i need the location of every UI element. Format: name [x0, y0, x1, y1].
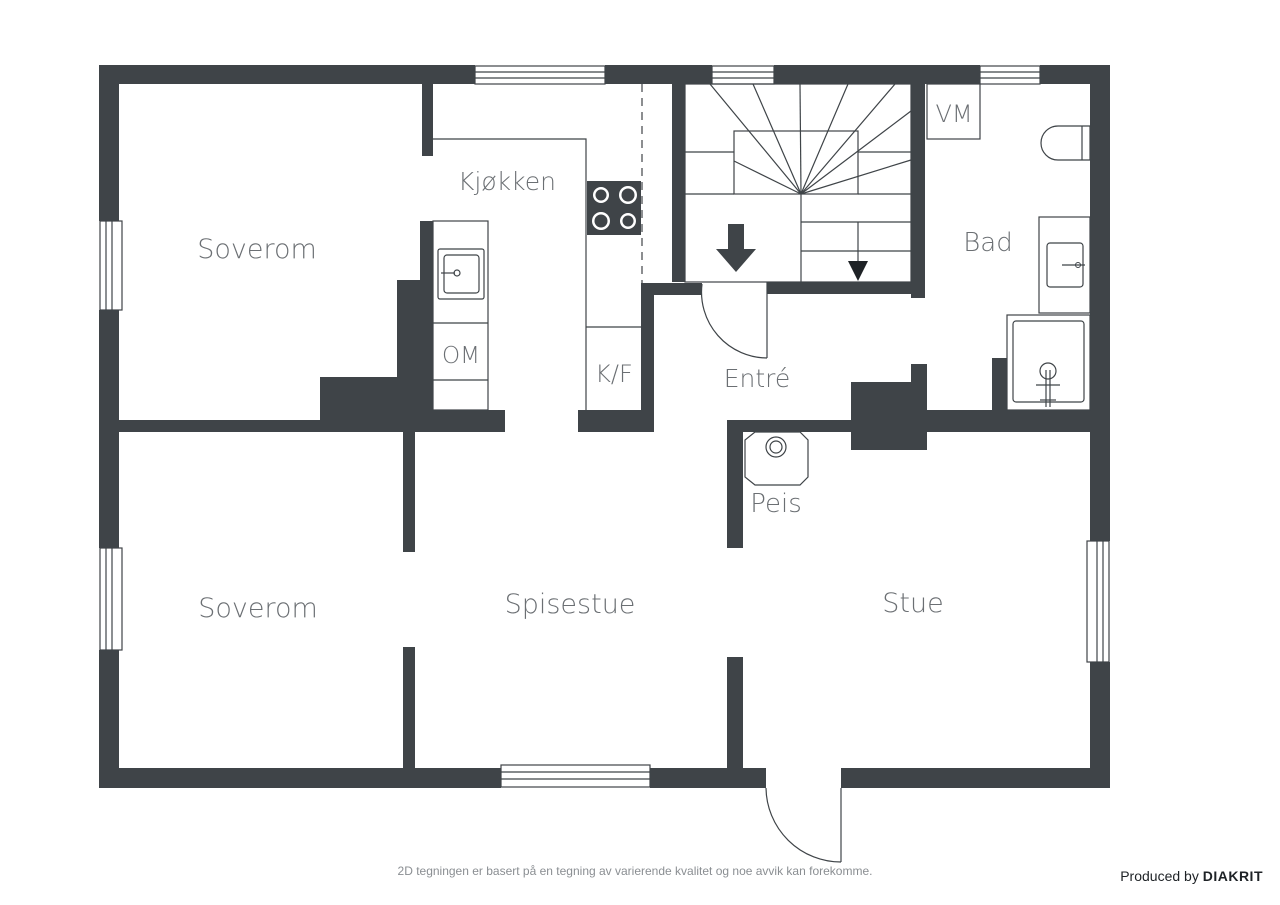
label-kf: K/F: [595, 360, 633, 388]
fireplace-icon: [744, 431, 809, 486]
brand-logo: DIAKRIT: [1202, 868, 1263, 884]
window-right-stue: [1086, 540, 1110, 663]
shower-icon: [1006, 314, 1091, 411]
label-entre: Entré: [724, 364, 791, 393]
window-left-bottom: [99, 547, 123, 651]
bathroom-fixtures: [926, 83, 1091, 411]
windows: [99, 65, 1110, 788]
washbasin-icon: [1038, 216, 1091, 314]
label-soverom-bottom: Soverom: [198, 593, 318, 624]
window-top-kitchen: [474, 65, 606, 85]
staircase: [684, 83, 912, 283]
label-bad: Bad: [963, 228, 1012, 258]
window-bottom-spisestue: [500, 764, 651, 788]
toilet-icon: [1040, 125, 1091, 161]
disclaimer-text: 2D tegningen er basert på en tegning av …: [397, 864, 873, 878]
label-kjokken: Kjøkken: [458, 167, 556, 196]
room-labels: Soverom Kjøkken Bad VM OM K/F Entré Peis…: [197, 100, 1013, 624]
entrance-arrow-icon: [716, 224, 756, 272]
label-stue: Stue: [882, 588, 943, 619]
doors: [700, 282, 842, 863]
produced-by-text: Produced by: [1120, 868, 1199, 884]
stove-icon: [587, 181, 641, 235]
credit: Produced by DIAKRIT: [1120, 868, 1263, 884]
window-top-stairs: [711, 65, 775, 85]
window-left-top: [99, 220, 123, 311]
stair-down-arrow-icon: [848, 261, 868, 281]
exterior-walls: [99, 65, 1110, 788]
label-peis: Peis: [750, 489, 802, 519]
kitchen-fixtures: [432, 84, 643, 411]
interior-walls: [119, 84, 1090, 768]
sink-icon: [437, 248, 485, 300]
label-vm: VM: [935, 100, 972, 128]
window-top-bath: [979, 65, 1041, 85]
label-om: OM: [442, 343, 480, 369]
label-spisestue: Spisestue: [505, 589, 636, 620]
label-soverom-top: Soverom: [197, 234, 317, 265]
